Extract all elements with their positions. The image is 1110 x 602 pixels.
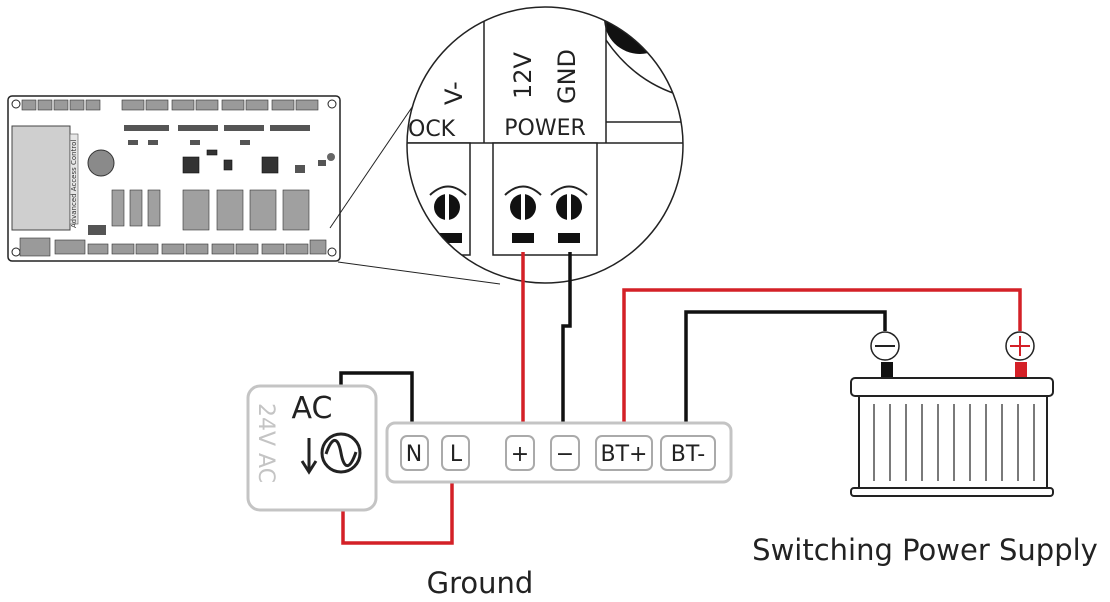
zoom-label-lock: OCK xyxy=(408,117,456,142)
terminal-plus: + xyxy=(511,442,529,467)
power-terminal-block xyxy=(492,142,598,256)
wire-gnd-to-minus xyxy=(561,252,572,432)
wire-btplus-to-battery-plus xyxy=(622,288,1022,432)
controller-board: Advanced Access Control xyxy=(7,95,341,262)
label-ground: Ground xyxy=(427,566,534,597)
zoom-label-v-minus: V- xyxy=(440,81,468,105)
label-switching-power-supply: Switching Power Supply xyxy=(752,533,1098,567)
power-supply-terminal-strip: N L + − BT+ BT- xyxy=(385,421,733,484)
ac-voltage-text: 24V AC xyxy=(253,403,278,483)
battery xyxy=(850,331,1054,497)
terminal-l: L xyxy=(450,442,463,467)
ac-label: AC xyxy=(292,391,333,426)
down-arrow-icon xyxy=(300,438,318,475)
terminal-n: N xyxy=(406,442,422,467)
board-relays xyxy=(111,189,310,231)
zoom-label-power: POWER xyxy=(504,116,586,141)
coin-cell xyxy=(87,149,115,177)
zoom-label-12v: 12V xyxy=(509,51,537,99)
terminal-bt-plus: BT+ xyxy=(601,442,648,467)
board-side-text: Advanced Access Control xyxy=(70,140,78,228)
callout-line-bottom xyxy=(337,261,501,285)
board-top-connectors xyxy=(21,99,319,111)
zoom-label-gnd: GND xyxy=(553,49,581,104)
board-module-block xyxy=(11,125,71,231)
wires xyxy=(339,252,1022,545)
board-bottom-connectors xyxy=(19,237,327,257)
terminal-minus: − xyxy=(556,442,574,467)
ac-source: 24V AC AC xyxy=(246,384,378,512)
zoom-circle: V- OCK 12V GND POWER xyxy=(406,6,684,284)
terminal-bt-minus: BT- xyxy=(671,442,705,467)
wire-btminus-to-battery-minus xyxy=(684,310,887,432)
